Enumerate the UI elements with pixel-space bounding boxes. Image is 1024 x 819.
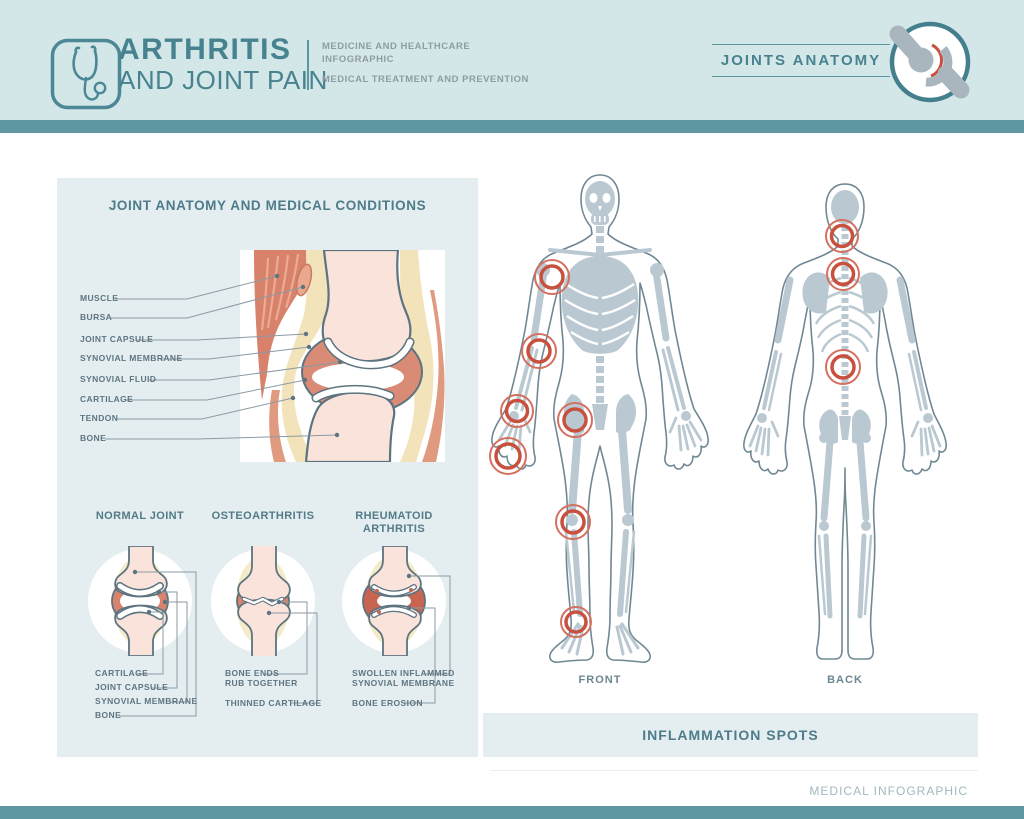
inflammation-spot-shoulder [534,259,570,295]
front-label: FRONT [578,674,622,686]
tagline-line2: INFOGRAPHIC [322,54,394,65]
header-vertical-divider [307,40,309,90]
inflammation-spots-caption: INFLAMMATION SPOTS [483,713,978,757]
inflammation-spot-ankle [560,606,592,638]
label-synovial-membrane: SYNOVIAL MEMBRANE [80,353,183,363]
label-bone: BONE [80,433,107,443]
page-title-line1: ARTHRITIS [118,33,292,66]
front-inflammation-spots [489,259,593,638]
tagline-block: MEDICINE AND HEALTHCARE INFOGRAPHIC MEDI… [322,40,542,86]
anatomy-panel: JOINT ANATOMY AND MEDICAL CONDITIONS MUS… [57,178,478,757]
ra-label-membrane: SYNOVIAL MEMBRANE [352,678,455,688]
front-body-figure [489,174,709,663]
stethoscope-icon [50,38,122,110]
osteoarthritis-illustration [211,546,315,656]
header-divider-bar [0,120,1024,133]
label-synovial-fluid: SYNOVIAL FLUID [80,374,157,384]
knee-anatomy-illustration [240,250,445,462]
title-block: ARTHRITIS AND JOINT PAIN [118,33,328,95]
back-inflammation-spots [825,219,861,385]
rheumatoid-arthritis-illustration [342,546,446,656]
inflammation-spot-hand [489,437,527,475]
back-label: BACK [827,674,863,686]
header-band [0,0,1024,120]
label-tendon: TENDON [80,413,119,423]
normal-joint-title: NORMAL JOINT [95,510,185,522]
ra-label-swollen: SWOLLEN INFLAMMED [352,668,455,678]
normal-label-joint-capsule: JOINT CAPSULE [95,682,169,692]
label-joint-capsule: JOINT CAPSULE [80,334,154,344]
label-cartilage: CARTILAGE [80,394,134,404]
label-bursa: BURSA [80,312,113,322]
normal-joint-illustration [88,546,192,656]
joints-anatomy-badge: JOINTS ANATOMY [712,44,890,77]
normal-label-cartilage: CARTILAGE [95,668,149,678]
ra-label-bone-erosion: BONE EROSION [352,698,423,708]
page-title-line2: AND JOINT PAIN [118,65,328,95]
back-body-figure [743,183,947,660]
panel-title: JOINT ANATOMY AND MEDICAL CONDITIONS [108,198,427,213]
tagline-line1: MEDICINE AND HEALTHCARE [322,41,471,52]
inflammation-spot-hip [557,402,593,438]
footer-divider-line [490,770,978,771]
joint-circle-icon [889,21,971,103]
label-muscle: MUSCLE [80,293,119,303]
inflammation-spot-wrist [500,394,534,428]
normal-label-synovial-membrane: SYNOVIAL MEMBRANE [95,696,198,706]
osteoarthritis-title: OSTEOARTHRITIS [211,510,315,522]
osteo-label-bone-ends: BONE ENDS [225,668,280,678]
inflammation-spot-upper-spine [826,257,860,291]
tagline-line3: MEDICAL TREATMENT AND PREVENTION [322,74,529,85]
bottom-bar [0,806,1024,819]
medical-infographic-credit: MEDICAL INFOGRAPHIC [809,784,968,798]
inflammation-spot-lower-spine [825,349,861,385]
inflammation-spot-neck [825,219,859,253]
osteo-label-rub-together: RUB TOGETHER [225,678,298,688]
inflammation-spot-elbow [521,333,557,369]
normal-label-bone: BONE [95,710,122,720]
rheumatoid-arthritis-title: RHEUMATOID ARTHRITIS [355,510,433,535]
inflammation-spot-knee [555,504,591,540]
osteo-label-thinned-cartilage: THINNED CARTILAGE [225,698,322,708]
